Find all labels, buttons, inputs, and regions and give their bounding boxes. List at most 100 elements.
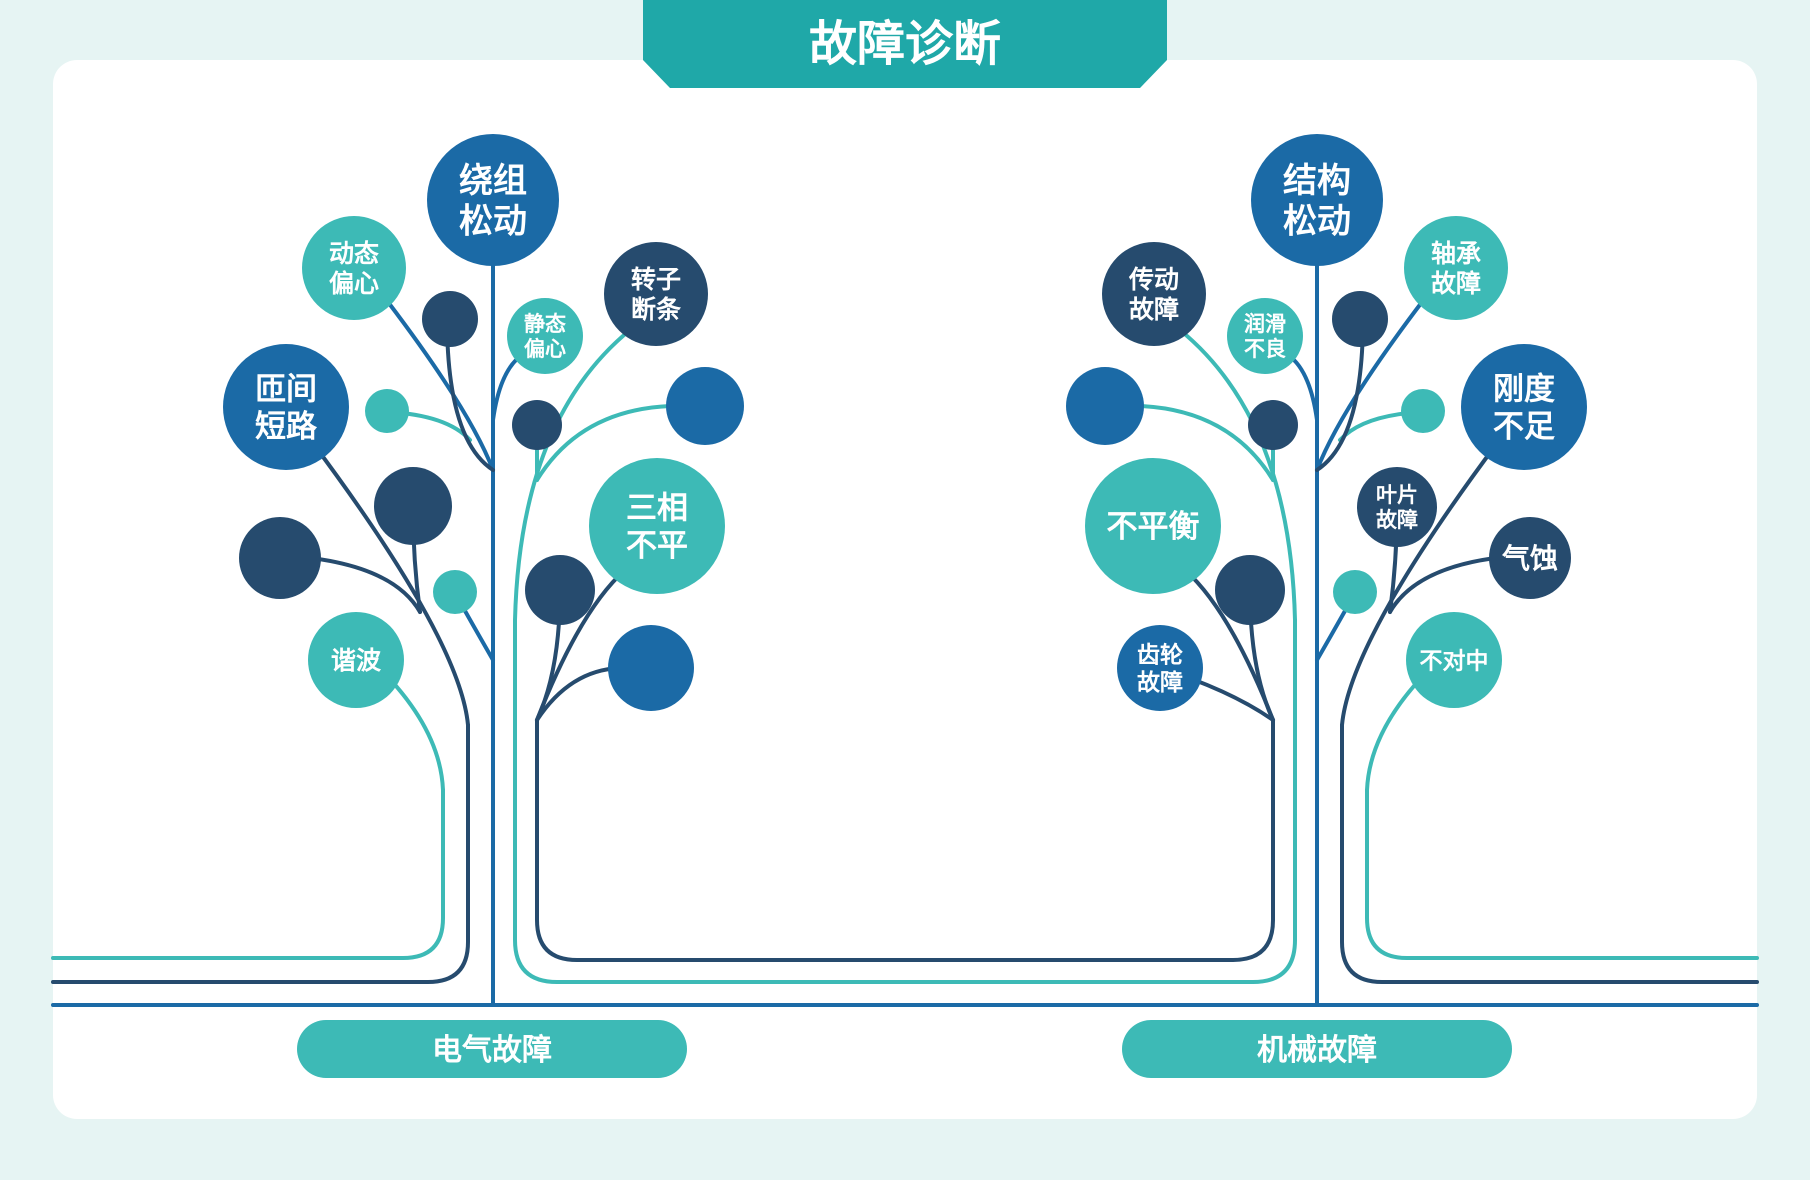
node-circle — [1227, 298, 1303, 374]
base-line-right-navy — [1340, 723, 1759, 984]
node-label: 断条 — [631, 295, 682, 324]
decor-circle — [525, 555, 595, 625]
group-label-electrical: 电气故障 — [297, 1020, 687, 1078]
node-circle — [1117, 625, 1203, 711]
title-banner — [643, 0, 1167, 88]
node-label: 松动 — [459, 202, 527, 242]
page-title: 故障诊断 — [809, 16, 1001, 72]
node-label: 静态 — [524, 312, 566, 336]
node-circle — [302, 216, 406, 320]
node-label: 叶片 — [1376, 483, 1418, 507]
node-label: 刚度 — [1493, 372, 1555, 408]
branch-blue-right — [535, 404, 672, 482]
decor-circle — [422, 291, 478, 347]
group-pill — [1122, 1020, 1512, 1078]
node-label: 绕组 — [459, 161, 527, 201]
decor-circle — [608, 625, 694, 711]
node-label: 松动 — [1283, 202, 1351, 242]
decor-circle — [666, 367, 744, 445]
node-label: 故障 — [1376, 508, 1418, 532]
node-label: 偏心 — [329, 269, 379, 298]
node-circle — [427, 134, 559, 266]
node-circle — [589, 458, 725, 594]
decor-circle — [374, 467, 452, 545]
node-label: 齿轮 — [1137, 641, 1183, 668]
decor-circle — [1215, 555, 1285, 625]
node-label: 润滑 — [1244, 312, 1286, 336]
node-circle — [1251, 134, 1383, 266]
decor-circle — [433, 570, 477, 614]
node-circle — [1406, 612, 1502, 708]
decor-circle — [239, 517, 321, 599]
node-label: 结构 — [1283, 161, 1351, 201]
node-label: 故障 — [1431, 269, 1481, 298]
bridge-navy — [535, 718, 1275, 962]
branch-turn-short — [310, 440, 470, 727]
group-pill — [297, 1020, 687, 1078]
node-label: 匝间 — [255, 372, 317, 408]
decor-circle — [365, 389, 409, 433]
decor-circle — [1333, 570, 1377, 614]
node-circle — [308, 612, 404, 708]
node-label: 不平 — [626, 528, 688, 564]
node-cavitation: 气蚀 — [1489, 517, 1571, 599]
node-label: 故障 — [1137, 669, 1183, 696]
node-label: 不平衡 — [1107, 509, 1200, 545]
node-circle — [1102, 242, 1206, 346]
base-line-left-teal — [51, 788, 445, 960]
decor-circle — [1248, 400, 1298, 450]
node-circle — [1404, 216, 1508, 320]
group-label-mechanical: 机械故障 — [1122, 1020, 1512, 1078]
node-label: 传动 — [1128, 265, 1179, 294]
node-imbalance: 不平衡 — [1085, 458, 1221, 594]
decor-circle — [1401, 389, 1445, 433]
bridge-teal — [513, 618, 1297, 984]
node-label: 不良 — [1244, 337, 1286, 361]
base-line-right-teal — [1365, 788, 1759, 960]
branch-stiffness — [1340, 440, 1500, 727]
node-circle — [1461, 344, 1587, 470]
decor-circle — [512, 400, 562, 450]
group-label-text: 机械故障 — [1257, 1033, 1377, 1068]
node-label: 不足 — [1493, 409, 1555, 445]
node-label: 谐波 — [331, 646, 382, 675]
node-label: 轴承 — [1431, 239, 1481, 268]
node-circle — [1085, 458, 1221, 594]
node-label: 气蚀 — [1501, 542, 1558, 575]
node-circle — [507, 298, 583, 374]
node-label: 偏心 — [524, 337, 566, 361]
node-circle — [1357, 467, 1437, 547]
node-misalignment: 不对中 — [1406, 612, 1502, 708]
decor-circle — [1332, 291, 1388, 347]
decor-circle — [1066, 367, 1144, 445]
branch-blue-left — [1138, 404, 1275, 482]
node-label: 故障 — [1129, 295, 1179, 324]
node-label: 转子 — [631, 265, 681, 294]
node-harmonic: 谐波 — [308, 612, 404, 708]
node-label: 不对中 — [1420, 648, 1489, 674]
node-label: 动态 — [329, 239, 379, 268]
node-circle — [1489, 517, 1571, 599]
node-label: 三相 — [626, 491, 688, 527]
node-label: 短路 — [255, 409, 318, 445]
decor-circles — [239, 291, 1445, 711]
node-circle — [604, 242, 708, 346]
group-label-text: 电气故障 — [432, 1033, 552, 1068]
content-panel — [53, 60, 1757, 1119]
base-line-left-navy — [51, 723, 470, 984]
